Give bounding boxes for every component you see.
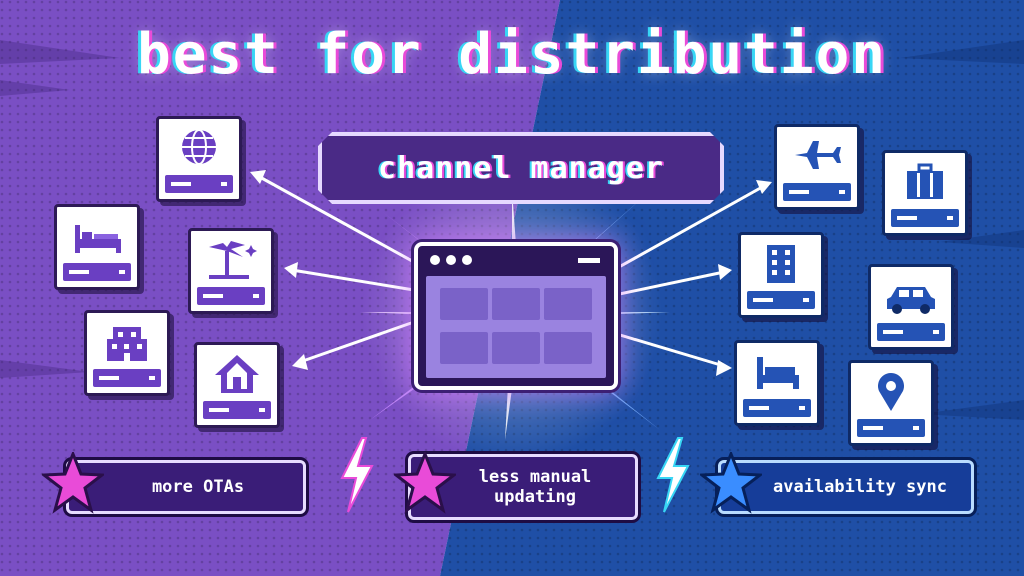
window-grid: [426, 276, 606, 378]
benefit-less-manual-updating: less manual updating: [408, 454, 638, 520]
car-icon: [887, 287, 935, 314]
room-card: [734, 340, 820, 426]
window-dot: [462, 255, 472, 265]
globe-card: [156, 116, 242, 202]
benefit-label: more OTAs: [151, 477, 245, 497]
building-icon: [767, 245, 795, 283]
flight-card: [774, 124, 860, 210]
lightning-icon: [656, 437, 690, 513]
connector-arrows: [257, 174, 765, 368]
window-dot: [430, 255, 440, 265]
hotel-icon: [107, 327, 147, 361]
window-dot: [446, 255, 456, 265]
benefit-label: less manual: [478, 467, 592, 487]
globe-icon: [182, 129, 216, 165]
luggage-card: [882, 150, 968, 236]
lightning-icon: [340, 437, 374, 513]
star-icon: [394, 452, 456, 514]
location-pin-icon: [878, 373, 904, 411]
building-card: [738, 232, 824, 318]
bed-icon: [75, 225, 121, 253]
page-title: best for distribution: [136, 22, 887, 87]
channel-manager-window: [414, 242, 618, 390]
grid-tile: [544, 288, 592, 320]
airplane-icon: [795, 141, 841, 169]
grid-tile: [440, 332, 488, 364]
resort-card: [188, 228, 274, 314]
suitcase-icon: [907, 163, 943, 199]
grid-tile: [492, 332, 540, 364]
bed-card: [54, 204, 140, 290]
benefit-more-otas: more OTAs: [66, 460, 306, 514]
channel-manager-banner: channel manager: [318, 132, 724, 204]
palm-tree-icon: [209, 241, 257, 279]
house-icon: [215, 355, 259, 393]
banner-label: channel manager: [378, 150, 664, 186]
car-card: [868, 264, 954, 350]
window-minimize-mark: [578, 258, 600, 263]
bed-icon: [757, 357, 799, 389]
grid-tile: [544, 332, 592, 364]
window-titlebar: [418, 246, 614, 274]
star-icon: [700, 452, 762, 514]
grid-tile: [440, 288, 488, 320]
benefit-label: availability sync: [773, 477, 947, 497]
grid-tile: [492, 288, 540, 320]
star-icon: [42, 452, 104, 514]
benefit-availability-sync: availability sync: [718, 460, 974, 514]
house-card: [194, 342, 280, 428]
location-card: [848, 360, 934, 446]
hotel-card: [84, 310, 170, 396]
benefit-label: updating: [494, 487, 576, 507]
